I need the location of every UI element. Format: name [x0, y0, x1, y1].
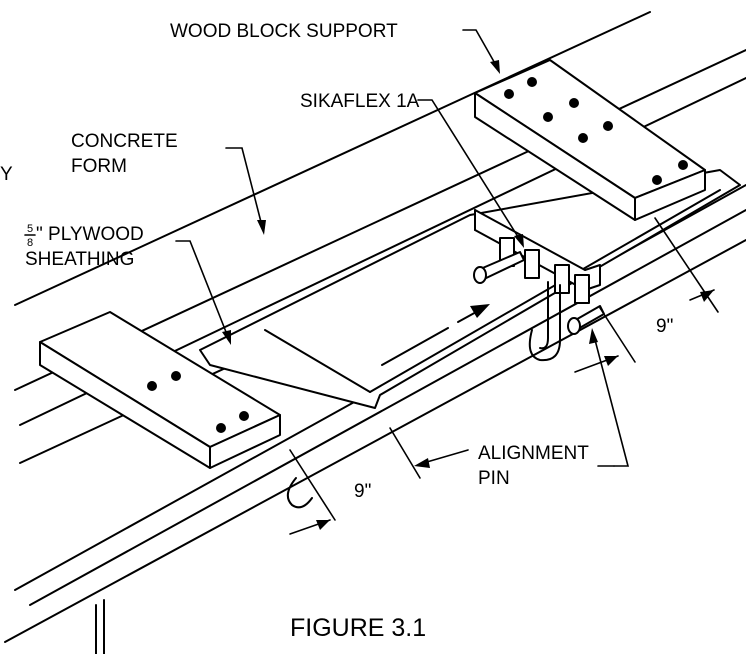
label-dimension-left: 9" — [354, 481, 371, 502]
figure-caption: FIGURE 3.1 — [290, 614, 426, 642]
right-end-assembly — [473, 209, 605, 362]
label-concrete-form-line2: FORM — [71, 156, 127, 177]
bolt-hole-icon — [216, 423, 226, 433]
label-plywood-fraction-numerator: 5 — [27, 223, 33, 235]
dimension-left — [289, 427, 421, 535]
bolt-hole-icon — [239, 411, 249, 421]
dimension-right — [574, 217, 719, 373]
label-alignment-pin-line2: PIN — [478, 468, 510, 489]
left-wood-block-support — [39, 311, 281, 469]
label-wood-block-support: WOOD BLOCK SUPPORT — [170, 21, 398, 42]
leader-lines — [175, 29, 630, 468]
direction-arrow-icon — [381, 304, 490, 366]
bolt-hole-icon — [147, 381, 157, 391]
bolt-hole-icon — [569, 98, 579, 108]
left-hook-icon — [286, 477, 313, 509]
labels: WOOD BLOCK SUPPORT SIKAFLEX 1A CONCRETE … — [0, 21, 673, 642]
support-posts — [95, 599, 105, 654]
label-sikaflex: SIKAFLEX 1A — [300, 91, 420, 112]
label-plywood-line2: SHEATHING — [25, 249, 134, 270]
label-plywood-line1: " PLYWOOD — [36, 224, 144, 245]
label-concrete-form-line1: CONCRETE — [71, 131, 178, 152]
bolt-hole-icon — [578, 133, 588, 143]
bolt-hole-icon — [678, 160, 688, 170]
bolt-hole-icon — [543, 112, 553, 122]
label-plywood-fraction-denominator: 8 — [27, 237, 33, 249]
alignment-pin-icon — [473, 251, 525, 284]
label-edge-fragment: Y — [0, 164, 13, 185]
bolt-hole-icon — [603, 121, 613, 131]
right-wood-block-support — [474, 59, 706, 221]
label-dimension-right: 9" — [656, 316, 673, 337]
j-hook-icon — [528, 281, 561, 362]
bolt-hole-icon — [527, 77, 537, 87]
bolt-hole-icon — [504, 89, 514, 99]
bolt-hole-icon — [171, 371, 181, 381]
bolt-hole-icon — [652, 175, 662, 185]
label-alignment-pin-line1: ALIGNMENT — [478, 443, 589, 464]
